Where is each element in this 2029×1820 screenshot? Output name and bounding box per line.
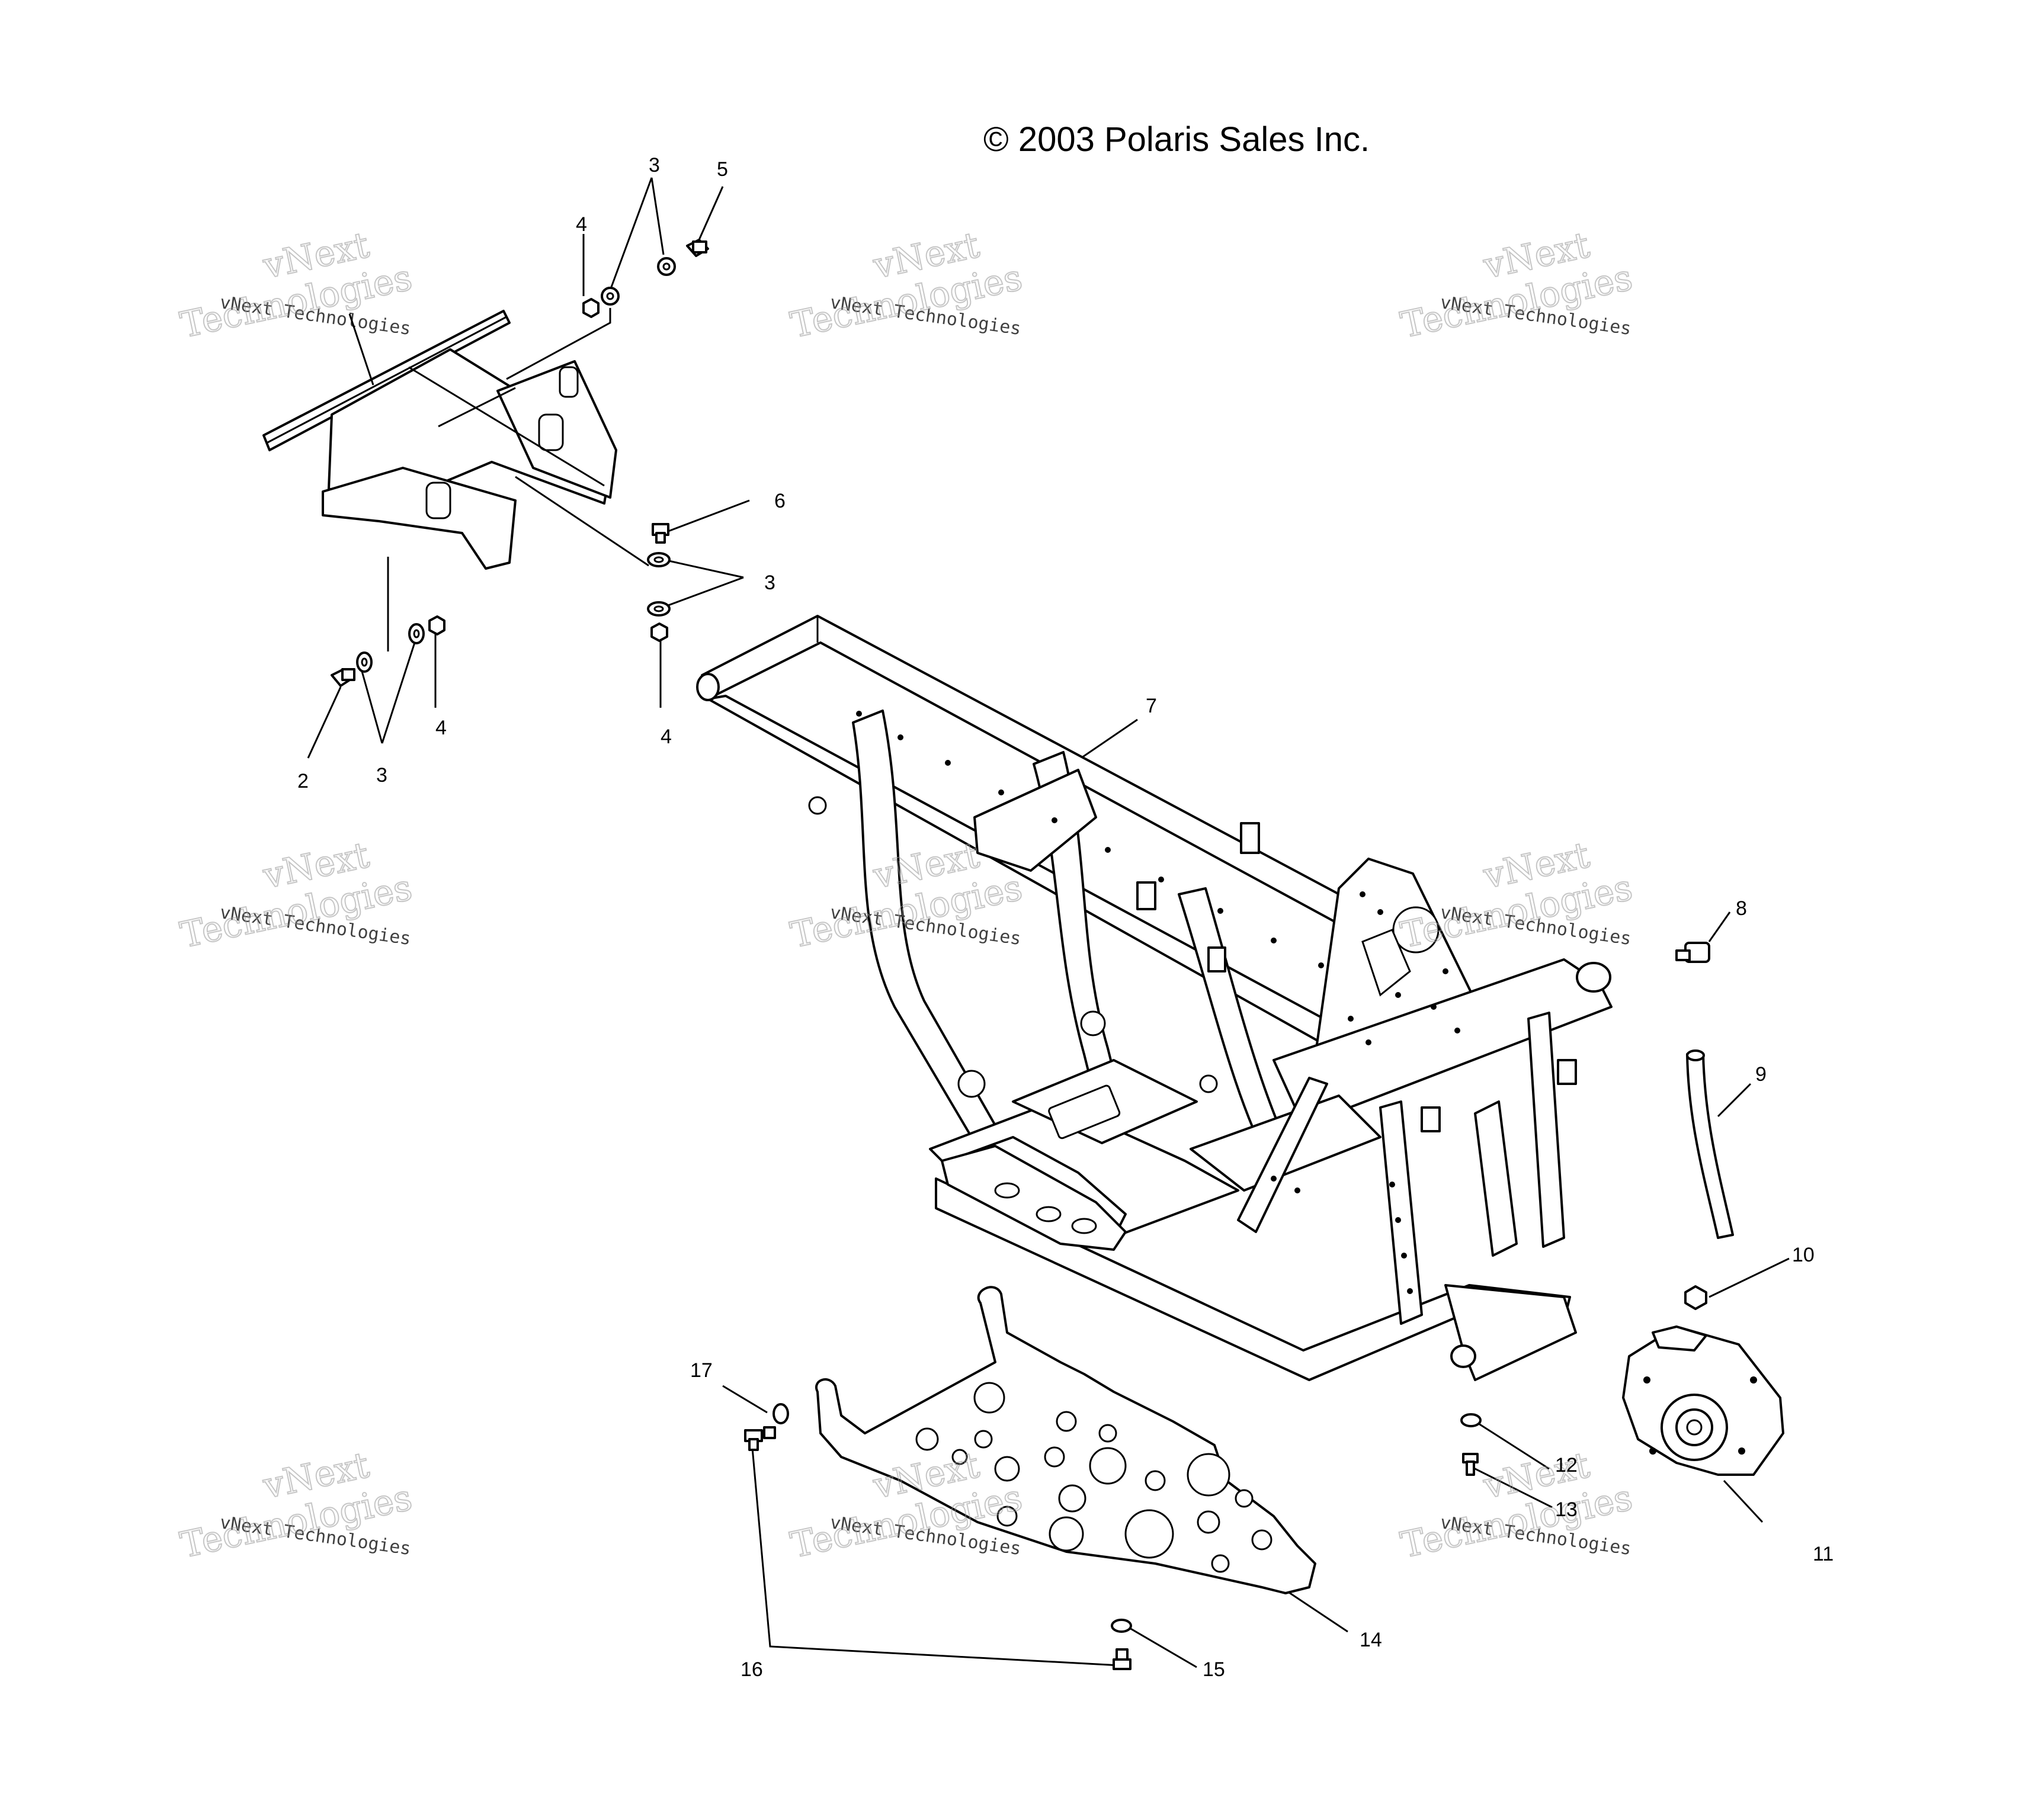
bolt-6 <box>652 523 669 544</box>
watermark: vNext vNext Technologies Technologies <box>177 224 416 347</box>
watermark: vNext vNext Technologies Technologies <box>1397 834 1637 957</box>
watermark: vNext vNext Technologies Technologies <box>177 834 416 957</box>
washer-12 <box>1460 1413 1482 1427</box>
bolt-5 <box>686 239 709 257</box>
nut-4-top <box>582 298 600 318</box>
callout-11: 11 <box>1813 1543 1834 1565</box>
watermark: vNext vNext Technologies Technologies <box>1397 224 1637 347</box>
watermark: vNext vNext Technologies Technologies <box>787 224 1027 347</box>
washer-15 <box>1111 1619 1132 1633</box>
nut-4-mid <box>650 622 668 642</box>
callout-labels: 2 3 3 3 4 4 4 5 6 7 8 9 10 11 12 13 14 1… <box>297 154 1834 1681</box>
bolt-16-left <box>744 1426 776 1451</box>
callout-16: 16 <box>741 1658 763 1681</box>
frame-rivets <box>856 711 1460 1294</box>
callout-5: 5 <box>717 158 728 181</box>
callout-7: 7 <box>1146 695 1157 717</box>
callout-4: 4 <box>576 213 587 236</box>
callout-3: 3 <box>649 154 660 176</box>
washer-17 <box>773 1403 789 1424</box>
callout-9: 9 <box>1755 1063 1767 1086</box>
gearcase-11 <box>1622 1325 1784 1476</box>
callout-3: 3 <box>376 764 387 787</box>
callout-10: 10 <box>1792 1244 1815 1266</box>
nut-4-left <box>428 615 445 635</box>
callout-14: 14 <box>1360 1629 1382 1651</box>
nut-10 <box>1684 1285 1707 1310</box>
callout-17: 17 <box>690 1359 713 1382</box>
callout-2: 2 <box>297 770 309 792</box>
leader-lines <box>307 177 1790 1668</box>
breather-hose-9 <box>1686 1053 1734 1239</box>
watermark: vNext vNext Technologies Technologies <box>177 1444 416 1567</box>
hose-clamp-8 <box>1675 942 1710 963</box>
watermark: vNext vNext Technologies Technologies <box>1397 1444 1637 1567</box>
bolt-2 <box>331 668 355 687</box>
bolt-16-bottom <box>1113 1648 1132 1670</box>
hardware <box>331 239 709 687</box>
callout-13: 13 <box>1555 1498 1578 1521</box>
callout-8: 8 <box>1736 897 1747 920</box>
skid-plate-14 <box>815 1286 1316 1594</box>
callout-15: 15 <box>1203 1658 1225 1681</box>
copyright-text: © 2003 Polaris Sales Inc. <box>983 120 1370 159</box>
callout-6: 6 <box>774 490 786 512</box>
callout-12: 12 <box>1555 1454 1578 1476</box>
callout-4: 4 <box>661 726 672 748</box>
bolt-13 <box>1462 1453 1479 1476</box>
front-bumper-assembly <box>262 310 617 570</box>
callout-3: 3 <box>764 572 775 594</box>
callout-4: 4 <box>435 717 447 739</box>
main-frame <box>696 615 1613 1381</box>
